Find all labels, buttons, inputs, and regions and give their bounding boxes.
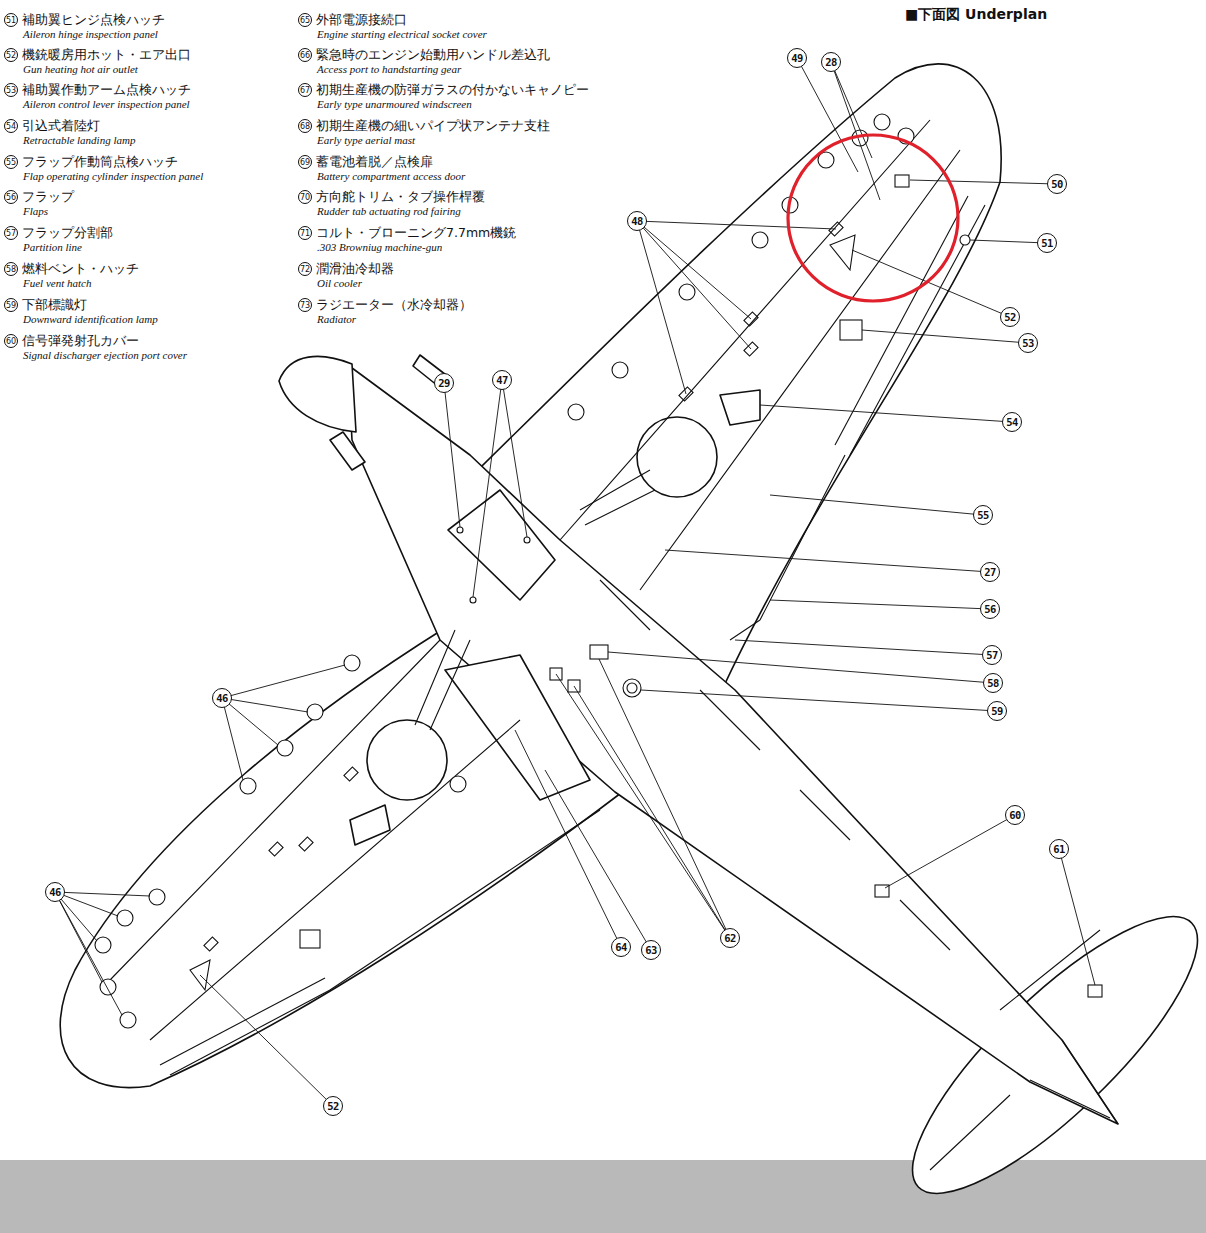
part-name-english: Partition line [23,241,82,254]
callout-number: 57 [982,645,1002,665]
part-name-english: Flap operating cylinder inspection panel [23,170,203,183]
list-number: 70 [298,190,312,204]
part-name-japanese: 初期生産機の細いパイプ状アンテナ支柱 [316,118,550,133]
list-number: 69 [298,155,312,169]
list-number: 60 [4,334,18,348]
part-name-japanese: 緊急時のエンジン始動用ハンドル差込孔 [316,47,550,62]
callout-number: 56 [980,599,1000,619]
callout-number: 55 [973,505,993,525]
callout-number: 29 [434,373,454,393]
list-number: 51 [4,13,18,27]
callout-number: 52 [323,1096,343,1116]
callout-number: 53 [1018,333,1038,353]
callout-number: 54 [1002,412,1022,432]
list-number: 59 [4,298,18,312]
part-name-japanese: 下部標識灯 [22,297,87,312]
part-name-english: Aileron hinge inspection panel [23,28,158,41]
list-number: 72 [298,262,312,276]
part-name-english: Early type aerial mast [317,134,415,147]
list-number: 54 [4,119,18,133]
part-name-english: Radiator [317,313,356,326]
part-name-english: Battery compartment access door [317,170,465,183]
callout-number: 60 [1005,805,1025,825]
part-name-japanese: 機銃暖房用ホット・エア出口 [22,47,191,62]
part-name-japanese: フラップ分割部 [22,225,113,240]
part-name-english: Fuel vent hatch [23,277,91,290]
list-number: 58 [4,262,18,276]
list-number: 55 [4,155,18,169]
part-name-english: Flaps [23,205,48,218]
part-name-english: .303 Browniug machine-gun [317,241,442,254]
part-name-english: Aileron control lever inspection panel [23,98,190,111]
page-title: ■下面図 Underplan [905,6,1047,24]
list-number: 71 [298,226,312,240]
footer-band [0,1160,1206,1233]
part-name-japanese: 潤滑油冷却器 [316,261,394,276]
part-name-japanese: 補助翼作動アーム点検ハッチ [22,82,191,97]
part-name-english: Access port to handstarting gear [317,63,461,76]
part-name-japanese: 蓄電池着脱／点検扉 [316,154,433,169]
list-number: 65 [298,13,312,27]
part-name-english: Early type unarmoured windscreen [317,98,472,111]
callout-number: 50 [1047,174,1067,194]
callout-number: 46 [45,882,65,902]
list-number: 67 [298,83,312,97]
callout-number: 63 [641,940,661,960]
list-number: 53 [4,83,18,97]
part-name-japanese: 初期生産機の防弾ガラスの付かないキャノピー [316,82,589,97]
list-number: 73 [298,298,312,312]
part-name-english: Retractable landing lamp [23,134,135,147]
list-number: 52 [4,48,18,62]
part-name-english: Engine starting electrical socket cover [317,28,487,41]
callout-number: 48 [627,211,647,231]
part-name-japanese: 補助翼ヒンジ点検ハッチ [22,12,165,27]
part-name-english: Oil cooler [317,277,362,290]
list-number: 66 [298,48,312,62]
part-name-english: Rudder tab actuating rod fairing [317,205,461,218]
list-number: 56 [4,190,18,204]
part-name-english: Downward identification lamp [23,313,158,326]
callout-number: 62 [720,928,740,948]
part-name-japanese: コルト・ブローニング7.7mm機銃 [316,225,516,240]
highlight-ring [788,135,958,301]
callout-number: 61 [1049,839,1069,859]
callout-number: 27 [980,562,1000,582]
part-name-english: Signal discharger ejection port cover [23,349,187,362]
part-name-japanese: フラップ [22,189,74,204]
callout-number: 47 [492,370,512,390]
part-name-english: Gun heating hot air outlet [23,63,138,76]
callout-number: 59 [987,701,1007,721]
callout-number: 58 [983,673,1003,693]
part-name-japanese: 燃料ベント・ハッチ [22,261,139,276]
callout-number: 46 [212,688,232,708]
part-name-japanese: 信号弾発射孔カバー [22,333,139,348]
callout-number: 64 [611,937,631,957]
part-name-japanese: ラジエーター（水冷却器） [316,297,472,312]
list-number: 68 [298,119,312,133]
part-name-japanese: 外部電源接続口 [316,12,407,27]
part-name-japanese: フラップ作動筒点検ハッチ [22,154,178,169]
part-name-japanese: 引込式着陸灯 [22,118,100,133]
callout-number: 49 [787,48,807,68]
callout-number: 51 [1037,233,1057,253]
callout-number: 52 [1000,307,1020,327]
part-name-japanese: 方向舵トリム・タブ操作桿覆 [316,189,485,204]
callout-number: 28 [821,52,841,72]
list-number: 57 [4,226,18,240]
